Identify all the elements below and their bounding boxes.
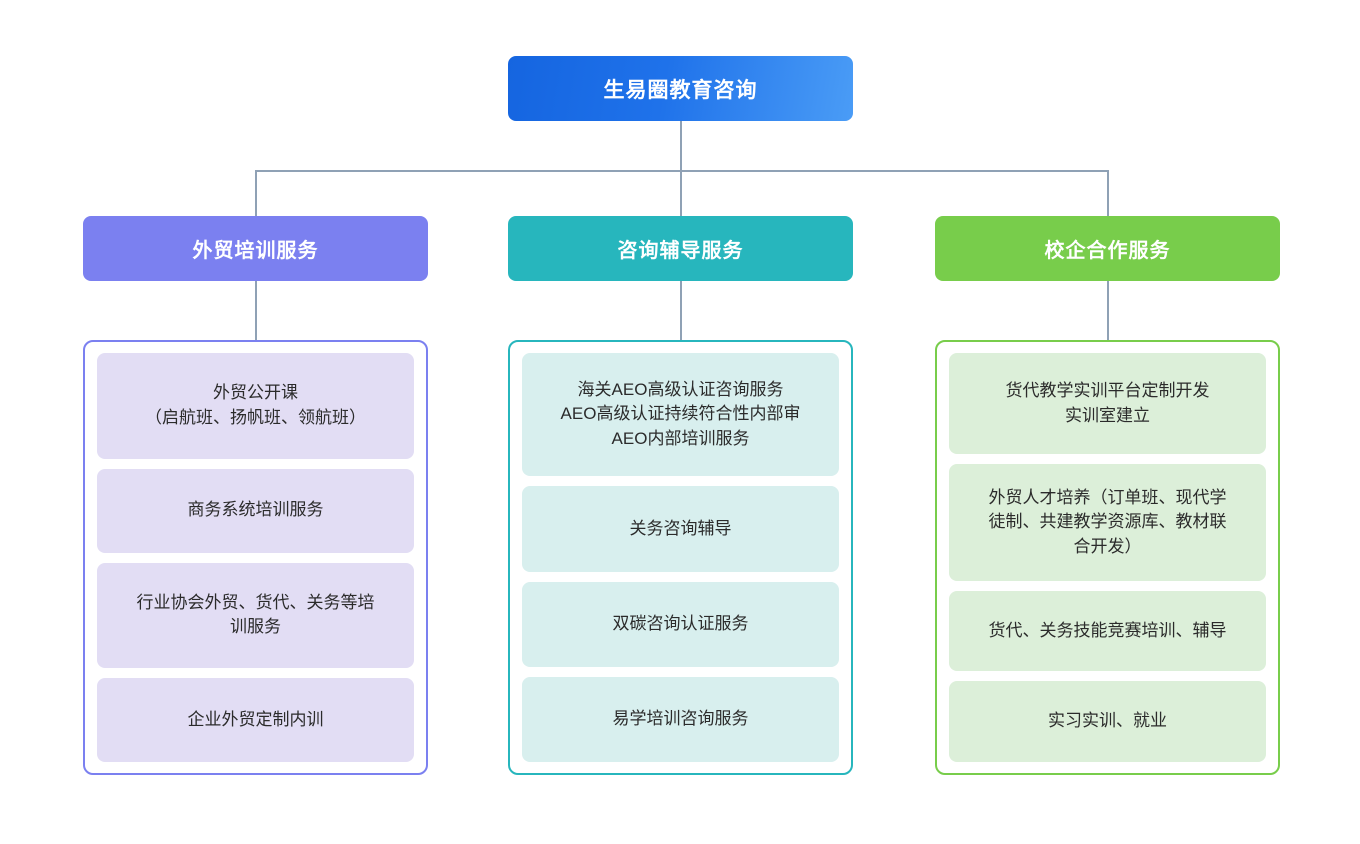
item-line: 货代、关务技能竞赛培训、辅导 bbox=[988, 620, 1227, 640]
item-card-open-course[interactable]: 外贸公开课 （启航班、扬帆班、领航班） bbox=[97, 353, 414, 459]
item-line: 外贸公开课 bbox=[213, 383, 298, 403]
branch-header-school-enterprise[interactable]: 校企合作服务 bbox=[935, 216, 1280, 281]
connector-branch-1-to-items bbox=[255, 281, 257, 341]
branch-column-school-enterprise: 校企合作服务 货代教学实训平台定制开发 实训室建立 外贸人才培养（订单班、现代学… bbox=[935, 216, 1280, 775]
item-line: AEO内部培训服务 bbox=[611, 428, 750, 448]
connector-root-stem bbox=[680, 121, 682, 171]
branch-items-container-school-enterprise: 货代教学实训平台定制开发 实训室建立 外贸人才培养（订单班、现代学 徒制、共建教… bbox=[935, 340, 1280, 775]
item-line: 商务系统培训服务 bbox=[187, 500, 324, 520]
item-card-dual-carbon-consulting[interactable]: 双碳咨询认证服务 bbox=[522, 581, 839, 667]
item-card-talent-cultivation[interactable]: 外贸人才培养（订单班、现代学 徒制、共建教学资源库、教材联 合开发） bbox=[949, 464, 1266, 581]
item-card-business-system-training[interactable]: 商务系统培训服务 bbox=[97, 468, 414, 553]
item-card-freight-teaching-platform[interactable]: 货代教学实训平台定制开发 实训室建立 bbox=[949, 353, 1266, 455]
branch-header-label: 咨询辅导服务 bbox=[617, 240, 744, 262]
root-node-label: 生易圈教育咨询 bbox=[603, 78, 758, 102]
connector-branch-3-to-items bbox=[1107, 281, 1109, 341]
item-card-aeo-certification[interactable]: 海关AEO高级认证咨询服务 AEO高级认证持续符合性内部审 AEO内部培训服务 bbox=[522, 353, 839, 477]
item-line: 徒制、共建教学资源库、教材联 bbox=[988, 512, 1227, 532]
branch-header-consulting-tutoring[interactable]: 咨询辅导服务 bbox=[508, 216, 853, 281]
item-line: 企业外贸定制内训 bbox=[187, 709, 324, 729]
item-card-skill-competition-training[interactable]: 货代、关务技能竞赛培训、辅导 bbox=[949, 590, 1266, 672]
connector-branch-2-to-items bbox=[680, 281, 682, 341]
connector-to-branch-2 bbox=[680, 170, 682, 217]
item-card-internship-employment[interactable]: 实习实训、就业 bbox=[949, 681, 1266, 762]
item-card-yixue-training-consulting[interactable]: 易学培训咨询服务 bbox=[522, 676, 839, 763]
item-line: 实训室建立 bbox=[1065, 405, 1150, 425]
item-card-enterprise-custom-training[interactable]: 企业外贸定制内训 bbox=[97, 678, 414, 762]
item-line: 外贸人才培养（订单班、现代学 bbox=[988, 487, 1227, 507]
branch-column-foreign-trade-training: 外贸培训服务 外贸公开课 （启航班、扬帆班、领航班） 商务系统培训服务 行业协会… bbox=[83, 216, 428, 775]
branch-header-label: 外贸培训服务 bbox=[192, 240, 319, 262]
item-line: （启航班、扬帆班、领航班） bbox=[145, 407, 366, 427]
item-line: 实习实训、就业 bbox=[1048, 711, 1167, 731]
root-node[interactable]: 生易圈教育咨询 bbox=[508, 56, 853, 121]
branch-header-foreign-trade-training[interactable]: 外贸培训服务 bbox=[83, 216, 428, 281]
branch-header-label: 校企合作服务 bbox=[1044, 240, 1171, 262]
connector-to-branch-3 bbox=[1107, 170, 1109, 217]
item-line: 关务咨询辅导 bbox=[629, 518, 732, 538]
item-line: AEO高级认证持续符合性内部审 bbox=[560, 404, 801, 424]
item-card-industry-association-training[interactable]: 行业协会外贸、货代、关务等培 训服务 bbox=[97, 562, 414, 669]
item-line: 行业协会外贸、货代、关务等培 bbox=[136, 592, 375, 612]
branch-column-consulting-tutoring: 咨询辅导服务 海关AEO高级认证咨询服务 AEO高级认证持续符合性内部审 AEO… bbox=[508, 216, 853, 775]
item-card-customs-consulting[interactable]: 关务咨询辅导 bbox=[522, 486, 839, 572]
item-line: 训服务 bbox=[230, 617, 281, 637]
item-line: 海关AEO高级认证咨询服务 bbox=[577, 379, 784, 399]
item-line: 易学培训咨询服务 bbox=[612, 709, 749, 729]
branch-items-container-consulting-tutoring: 海关AEO高级认证咨询服务 AEO高级认证持续符合性内部审 AEO内部培训服务 … bbox=[508, 340, 853, 775]
branch-items-container-foreign-trade-training: 外贸公开课 （启航班、扬帆班、领航班） 商务系统培训服务 行业协会外贸、货代、关… bbox=[83, 340, 428, 775]
item-line: 双碳咨询认证服务 bbox=[612, 613, 749, 633]
item-line: 合开发） bbox=[1073, 536, 1142, 556]
item-line: 货代教学实训平台定制开发 bbox=[1005, 381, 1210, 401]
connector-to-branch-1 bbox=[255, 170, 257, 217]
